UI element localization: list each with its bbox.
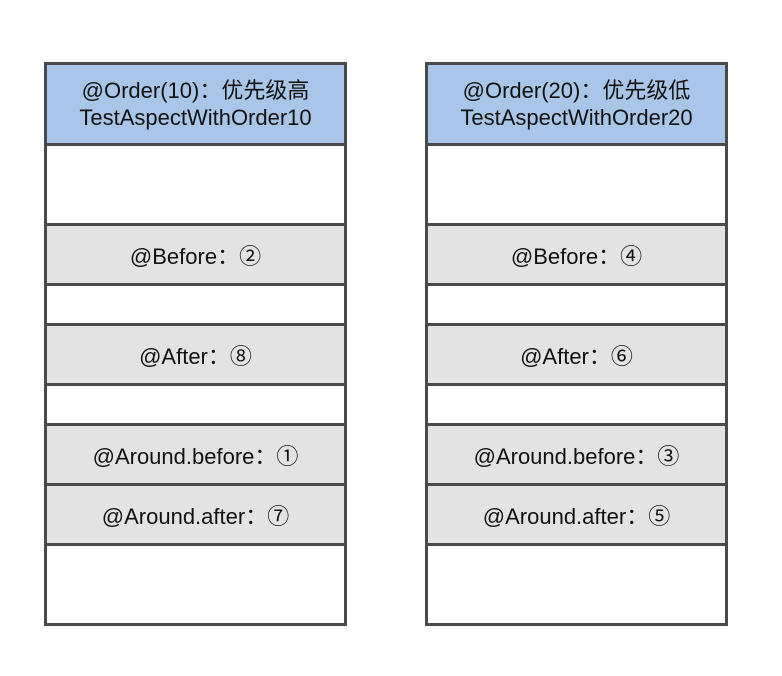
aspect-header-order10: @Order(10)：优先级高 TestAspectWithOrder10	[44, 62, 347, 146]
spacer-block	[425, 383, 728, 426]
header-order-label: @Order(20)：优先级低	[462, 78, 691, 103]
header-class-name: TestAspectWithOrder20	[460, 105, 693, 130]
before-advice-order20: @Before：④	[425, 223, 728, 286]
spacer-block	[425, 143, 728, 226]
spacer-block	[425, 543, 728, 626]
spacer-block	[44, 383, 347, 426]
before-advice-order10: @Before：②	[44, 223, 347, 286]
around-after-advice-order20: @Around.after：⑤	[425, 483, 728, 546]
spacer-block	[44, 283, 347, 326]
around-before-advice-order10: @Around.before：①	[44, 423, 347, 486]
after-advice-order10: @After：⑧	[44, 323, 347, 386]
header-order-label: @Order(10)：优先级高	[81, 78, 310, 103]
aspect-header-order20: @Order(20)：优先级低 TestAspectWithOrder20	[425, 62, 728, 146]
spacer-block	[44, 143, 347, 226]
around-after-advice-order10: @Around.after：⑦	[44, 483, 347, 546]
around-before-advice-order20: @Around.before：③	[425, 423, 728, 486]
after-advice-order20: @After：⑥	[425, 323, 728, 386]
spacer-block	[44, 543, 347, 626]
spacer-block	[425, 283, 728, 326]
header-class-name: TestAspectWithOrder10	[79, 105, 312, 130]
